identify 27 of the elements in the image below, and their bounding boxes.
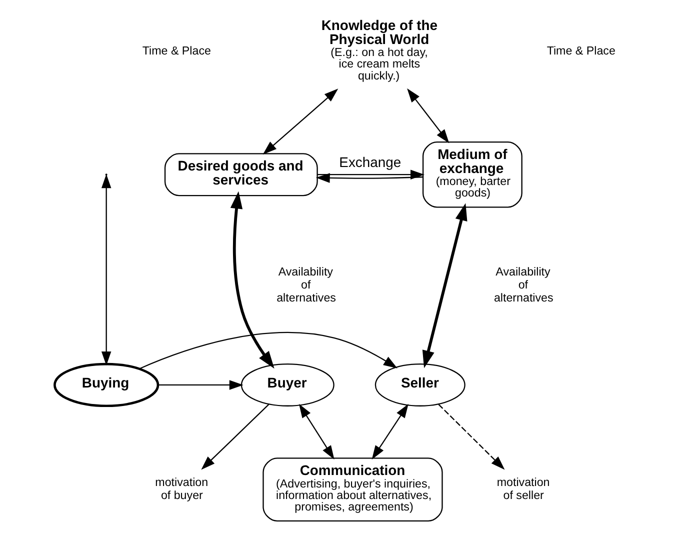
arrow [262, 88, 338, 154]
node-box: Communication (Advertising, buyer's inquiries, information about alternatives, promises, agreements) [262, 458, 443, 522]
label: Time & Place [142, 44, 211, 58]
arrow [318, 170, 424, 180]
node-box: Medium of exchange (money, barter goods) [422, 141, 522, 208]
node-text: Knowledge of the Physical World (E.g.: on a hot day, ice cream melts quickly.) [321, 17, 438, 82]
arrow [230, 191, 274, 369]
arrow [372, 404, 408, 460]
arrow [316, 173, 423, 183]
edge-label: Exchange [339, 154, 402, 170]
arrow [422, 203, 468, 368]
label: Time & Place [546, 44, 616, 58]
arrow [139, 332, 398, 370]
node-text: motivation of buyer [155, 476, 208, 502]
arrow [201, 404, 270, 470]
arrow [101, 174, 112, 366]
arrow [298, 404, 334, 460]
arrow [438, 404, 505, 470]
label: Availability of alternatives [494, 266, 554, 304]
node-ellipse: Buying [54, 362, 160, 408]
label: Availability of alternatives [276, 266, 336, 304]
node-ellipse: Buyer [240, 363, 334, 406]
node-box: Desired goods and services [164, 153, 318, 196]
arrow [407, 88, 450, 144]
node-text: motivation of seller [496, 476, 550, 502]
arrow [158, 380, 244, 390]
node-ellipse: Seller [374, 363, 466, 406]
